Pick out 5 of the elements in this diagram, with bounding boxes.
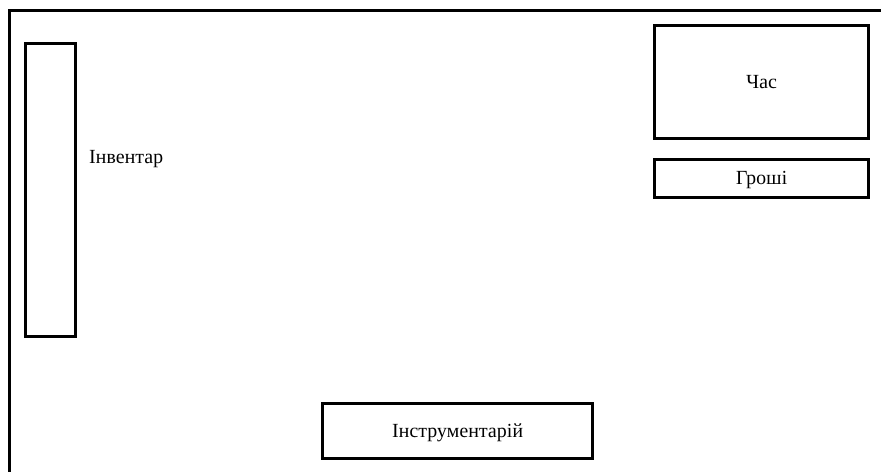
- money-panel: Гроші: [653, 158, 870, 199]
- time-panel: Час: [653, 24, 870, 140]
- inventory-label: Інвентар: [89, 146, 164, 169]
- screen-frame: [8, 9, 881, 472]
- toolbar-panel: Інструментарій: [321, 402, 594, 460]
